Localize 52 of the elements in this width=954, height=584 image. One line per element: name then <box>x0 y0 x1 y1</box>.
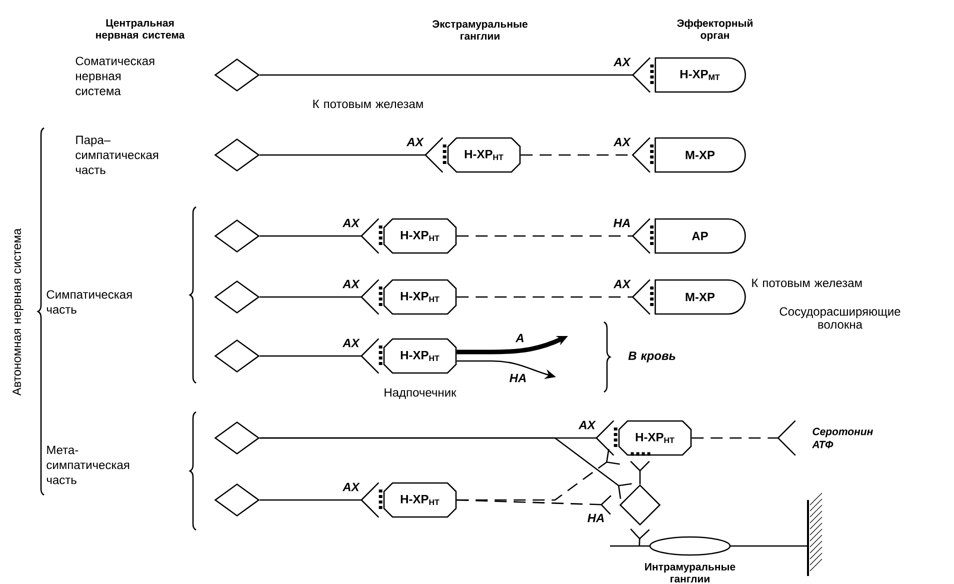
nerve-fiber <box>260 338 380 374</box>
edge-label: НА <box>508 372 528 384</box>
row-label: Симпатическая часть <box>46 290 132 314</box>
edge-label: АХ <box>342 338 360 348</box>
edge-label: НА <box>612 218 632 228</box>
ganglion-box: Н-ХР$_{НТ}$ <box>378 482 457 518</box>
nerve-fiber <box>260 57 651 93</box>
edge-label: АХ <box>612 56 632 68</box>
note-text: В кровь <box>628 352 676 362</box>
column-heading: Эффекторный орган <box>677 19 752 41</box>
effector-box: Н-ХР$_{МТ}$ <box>650 57 746 93</box>
group-label: Автономная нервная система <box>12 228 24 396</box>
nerve-fiber <box>520 137 650 173</box>
effector-box: АР <box>650 218 746 254</box>
row-label: Мета- симпатическая часть <box>46 446 130 484</box>
effector-box: М-ХР <box>650 279 746 315</box>
ganglion-box: Н-ХР$_{НТ}$ <box>378 279 457 315</box>
nerve-fiber <box>630 460 650 484</box>
nerve-fiber <box>692 420 796 456</box>
ganglion-box: Н-ХР$_{НТ}$ <box>378 338 457 374</box>
note-text: К потовым железам <box>313 100 423 108</box>
mediator-label: Серотонин АТФ <box>812 428 873 448</box>
edge-label: АХ <box>406 136 424 148</box>
edge-label: АХ <box>612 136 632 148</box>
edge-label: АХ <box>342 218 360 228</box>
nerve-fiber <box>260 137 444 173</box>
edge-label: АХ <box>578 420 596 430</box>
edge-label: НА <box>586 512 606 524</box>
nerve-fiber <box>630 528 650 546</box>
nerve-fiber <box>456 279 650 315</box>
row-label: Пара– симпатическая часть <box>76 136 158 174</box>
effector-box: М-ХР <box>650 137 746 173</box>
ganglion-box: Н-ХР$_{НТ}$ <box>378 218 457 254</box>
column-heading: Центральная нервная система <box>96 19 185 41</box>
nerve-fiber <box>456 448 620 501</box>
node-label: Интрамуральные ганглии <box>645 563 736 582</box>
nerve-fiber <box>260 218 380 254</box>
edge-label: АХ <box>612 278 632 290</box>
ganglion-box: Н-ХР$_{НТ}$ <box>614 420 692 456</box>
row-label: Соматическая нервная система <box>76 56 154 96</box>
edge-label: АХ <box>342 278 360 290</box>
edge-label: АХ <box>342 482 360 492</box>
nerve-fiber <box>260 437 632 499</box>
nerve-fiber <box>260 482 380 518</box>
edge-label: А <box>514 332 526 344</box>
ganglion-box: Н-ХР$_{НТ}$ <box>442 137 521 173</box>
nerve-fiber <box>260 279 380 315</box>
note-text: К потовым железам <box>752 278 862 288</box>
column-heading: Экстрамуральные ганглии <box>432 20 528 40</box>
nerve-fiber <box>456 218 650 254</box>
node-caption: Надпочечник <box>384 388 456 399</box>
note-text: Сосудорасширяющие волокна <box>780 307 900 329</box>
